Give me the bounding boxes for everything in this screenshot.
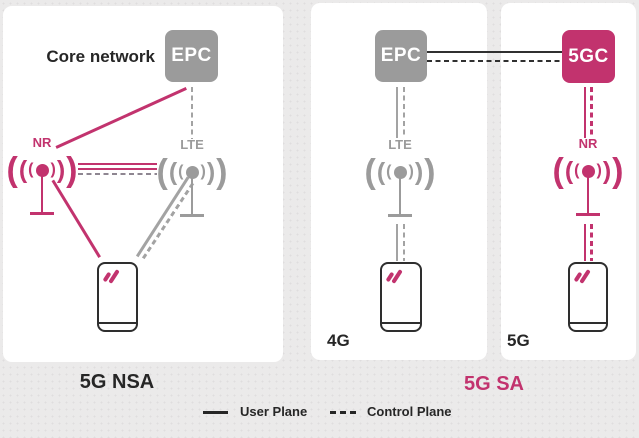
nr-antenna-icon-nsa: NR ((( )))	[4, 135, 80, 215]
phone-bottom-bar	[99, 321, 136, 324]
smartphone-icon-nsa	[97, 262, 138, 332]
lte-antenna-waves-icon: ((( )))	[156, 153, 228, 191]
epc-5gc-user-plane-line	[427, 50, 562, 54]
phone-bottom-bar	[382, 321, 420, 324]
nr-lte-user-plane-line-2	[78, 167, 157, 170]
lte-antenna-label-nsa: LTE	[180, 137, 204, 152]
phone-logo-icon	[391, 269, 403, 284]
sa-caption: 5G SA	[463, 373, 525, 395]
nr-antenna-waves-icon: ((( )))	[6, 151, 78, 189]
nr-antenna-base	[30, 212, 54, 215]
5gc-box: 5GC	[562, 30, 615, 83]
smartphone-icon-sa	[568, 262, 608, 332]
lte-antenna-base	[388, 214, 412, 217]
panel-5g-nsa	[3, 6, 283, 362]
nr-lte-control-plane-line	[78, 172, 157, 175]
lte-to-phone-control-plane-line-4g	[402, 224, 406, 261]
5gc-box-label: 5GC	[568, 45, 609, 67]
epc-box-4g-label: EPC	[380, 45, 422, 66]
lte-antenna-waves-icon: ((( )))	[364, 153, 436, 191]
phone-logo-icon	[579, 269, 591, 284]
user-plane-line-sample	[203, 411, 228, 414]
control-plane-line-sample	[330, 411, 359, 414]
core-network-label: Core network	[46, 47, 155, 66]
lte-antenna-icon-nsa: LTE ((( )))	[154, 137, 230, 217]
epc-box-4g: EPC	[375, 30, 427, 82]
lte-to-phone-user-plane-line-4g	[395, 224, 399, 261]
nr-to-phone-user-plane-line-sa	[583, 224, 587, 261]
4g-caption: 4G	[327, 331, 350, 350]
nr-to-phone-control-plane-line-sa	[590, 224, 593, 261]
lte-antenna-base	[180, 214, 204, 217]
5gc-to-nr-control-plane-line	[590, 87, 593, 138]
control-plane-legend-label: Control Plane	[367, 404, 452, 419]
5gc-to-nr-user-plane-line	[583, 87, 587, 138]
phone-bottom-bar	[570, 321, 606, 324]
lte-antenna-mast	[190, 178, 194, 214]
nr-antenna-label-sa: NR	[578, 136, 598, 151]
nr-antenna-label-nsa: NR	[32, 135, 52, 150]
nr-antenna-mast	[586, 177, 590, 213]
nr-lte-user-plane-line-1	[78, 162, 157, 165]
user-plane-legend-label: User Plane	[240, 404, 308, 419]
lte-antenna-icon-4g: LTE ((( )))	[362, 137, 438, 217]
nsa-caption: 5G NSA	[79, 371, 155, 393]
epc-5gc-control-plane-line	[427, 59, 562, 63]
lte-antenna-label-4g: LTE	[388, 137, 412, 152]
nr-antenna-waves-icon: ((( )))	[552, 152, 624, 190]
epc-to-lte-user-plane-line-4g	[395, 87, 399, 138]
epc-box-nsa: EPC	[165, 30, 218, 82]
epc-to-lte-control-plane-line-4g	[402, 87, 406, 138]
5g-caption: 5G	[507, 331, 530, 350]
nr-antenna-icon-sa: NR ((( )))	[550, 136, 626, 216]
epc-box-nsa-label: EPC	[171, 45, 212, 66]
phone-logo-icon	[108, 269, 120, 284]
lte-antenna-mast	[398, 178, 402, 214]
epc-to-lte-control-plane-line	[190, 87, 194, 139]
nr-antenna-base	[576, 213, 600, 216]
nr-antenna-mast	[40, 176, 44, 212]
smartphone-icon-4g	[380, 262, 422, 332]
